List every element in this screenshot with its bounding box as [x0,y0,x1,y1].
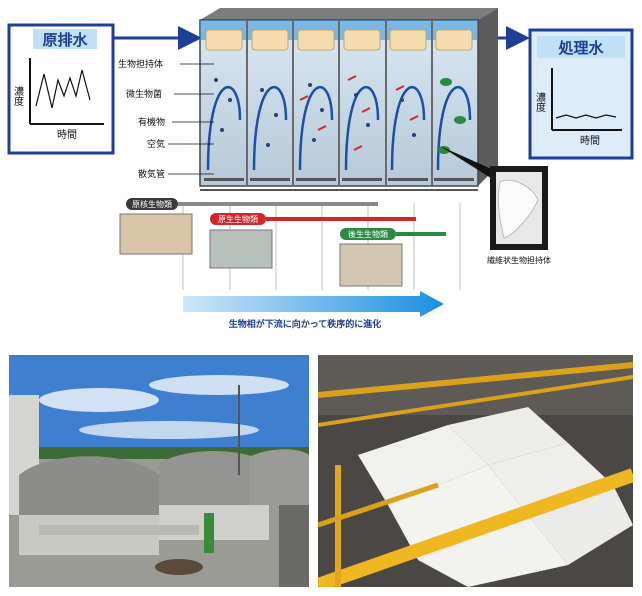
treatment-diagram: 原排水 濃度 時間 処理水 濃度 時間 [7,8,634,330]
metazoa-marks [438,78,466,154]
metazoa-label: 後生生物類 [348,229,388,239]
label-carrier: 生物担持体 [118,58,163,70]
label-organic: 有機物 [138,116,165,128]
circulation-arrows [206,85,472,171]
fiber-label: 繊維状生物担持体 [487,255,551,265]
tank-partitions [246,20,433,186]
microbe-marks [214,78,416,147]
diffuser-pipes [204,178,474,181]
label-diffuser: 散気管 [138,168,165,180]
plant-photo [9,355,309,587]
influent-curve [35,69,91,109]
fiber-callout: 繊維状生物担持体 [440,146,551,265]
effluent-curve [555,114,617,119]
carrier-photo [318,355,633,587]
influent-xlabel: 時間 [57,129,77,141]
bioreactor-tank [199,8,498,191]
protozoa-label: 原生生物類 [218,214,258,224]
label-air: 空気 [147,138,165,150]
progress-arrow [183,291,444,317]
progress-caption: 生物相が下流に向かって秩序的に進化 [229,318,382,330]
prokaryote-label: 原核生物類 [132,199,172,209]
carrier-tops [205,29,473,51]
influent-ylabel: 濃度 [12,85,24,107]
effluent-title: 処理水 [557,39,604,57]
effluent-xlabel: 時間 [580,135,600,147]
effluent-ylabel: 濃度 [534,91,546,113]
organic-matter-marks [299,75,419,151]
organism-progression: 原核生物類 原生生物類 後生生物類 生物相が下流に向かって秩序的に進化 [119,198,461,330]
influent-title: 原排水 [42,31,88,49]
label-microbe: 微生物菌 [126,88,162,100]
influent-panel: 原排水 濃度 時間 [7,23,115,155]
tank-labels: 生物担持体 微生物菌 有機物 空気 散気管 [118,58,214,180]
effluent-panel: 処理水 濃度 時間 [528,28,634,160]
